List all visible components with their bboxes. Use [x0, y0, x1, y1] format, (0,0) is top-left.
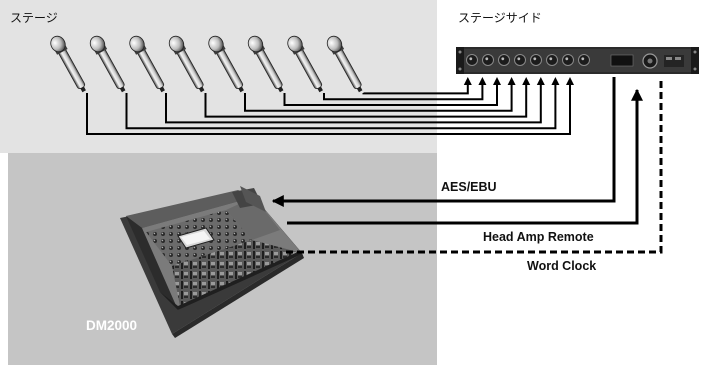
stage-side-label: ステージサイド: [458, 11, 542, 25]
mic-cable-arrow-5: [507, 77, 516, 85]
mic-cable-5: [244, 85, 513, 112]
rack-knob: [498, 54, 510, 66]
rack-knob: [546, 54, 558, 66]
mic-cable-arrow-3: [536, 77, 545, 85]
mic-cable-group: [86, 77, 574, 135]
dm2000-label: DM2000: [86, 318, 138, 333]
microphone-4: [168, 35, 205, 93]
stage-area: [0, 0, 437, 153]
stage-box-rack-unit: [456, 47, 699, 74]
mic-cable-arrow-6: [493, 77, 501, 85]
mic-cable-3: [165, 85, 542, 124]
mic-cable-6: [283, 85, 498, 106]
word-clock-label: Word Clock: [527, 259, 597, 273]
microphone-5: [208, 35, 244, 93]
rack-knob: [562, 54, 574, 66]
mic-cable-4: [204, 85, 528, 118]
mic-cable-arrow-2: [551, 77, 560, 85]
head-amp-remote-label: Head Amp Remote: [483, 230, 594, 244]
rack-knob: [514, 54, 526, 66]
mic-cable-arrow-7: [478, 77, 487, 85]
aes-ebu-label: AES/EBU: [441, 180, 497, 194]
rack-knob: [578, 54, 590, 66]
mic-cable-8: [362, 85, 469, 95]
mic-cable-arrow-4: [522, 77, 531, 85]
microphone-1: [50, 35, 86, 93]
word-clock-line: [286, 77, 663, 254]
microphone-8: [326, 35, 363, 93]
stage-label: ステージ: [10, 11, 58, 25]
rack-knob: [466, 54, 478, 66]
microphone-group: [50, 35, 363, 93]
rack-knob: [530, 54, 542, 66]
mic-cable-arrow-1: [566, 77, 574, 85]
microphone-3: [129, 35, 165, 93]
head-amp-remote-line: [287, 88, 643, 225]
mic-cable-2: [125, 85, 557, 130]
mic-cable-7: [323, 85, 484, 101]
microphone-6: [247, 35, 284, 93]
microphone-7: [287, 35, 323, 93]
dm2000-console: [120, 186, 304, 338]
mic-cable-arrow-8: [463, 77, 472, 85]
rack-knob: [482, 54, 494, 66]
aes-ebu-line: [271, 77, 616, 207]
mic-cable-1: [86, 85, 571, 135]
microphone-2: [89, 35, 126, 93]
